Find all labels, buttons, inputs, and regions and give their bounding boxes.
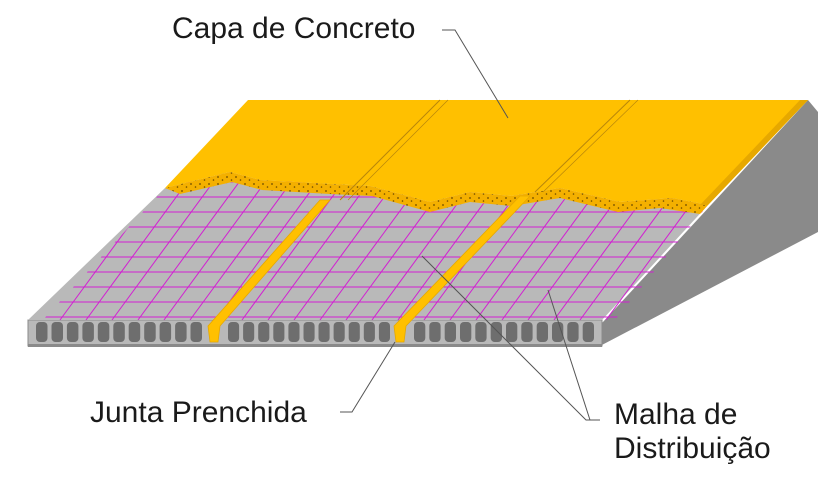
hollow-core [36,322,48,342]
hollow-core [66,322,79,342]
label-distribution-mesh: Malha de Distribuição [614,398,771,466]
mesh-line [28,172,41,321]
concrete-topping [165,100,808,205]
filled-joint-left [207,199,331,343]
mesh-line [241,172,353,321]
mesh-line [137,172,249,321]
hollow-core [363,322,375,342]
hollow-core [82,322,94,342]
hollow-core [460,322,472,342]
leader-lines [340,29,600,421]
hollow-core [190,322,202,342]
hollow-core [97,322,110,342]
hollow-core [243,322,255,342]
label-filled-joint: Junta Prenchida [90,396,307,429]
label-mesh-line2: Distribuição [614,432,771,465]
hollow-core [303,322,315,342]
hollow-core [273,322,285,342]
label-concrete-topping: Capa de Concreto [172,12,416,45]
hollow-core [159,322,172,342]
hollow-core [128,322,141,342]
mesh-line [85,172,197,321]
hollow-core [444,322,456,342]
label-mesh-line1: Malha de [614,398,738,431]
hollow-core [521,322,533,342]
hollow-core [175,322,187,342]
hollow-core [378,322,390,342]
hollow-core [333,322,345,342]
hollow-core [475,322,487,342]
filled-joint-right [393,195,531,343]
slab-side-face [590,100,818,346]
hollow-core [228,322,240,342]
hollow-core [429,322,441,342]
mesh-line [111,172,223,321]
hollow-core [318,322,330,342]
hollow-core [567,322,579,342]
hollow-cores [36,322,594,342]
slab-top-exposed [28,172,708,320]
mesh-line [189,172,301,321]
hollow-core [144,322,156,342]
hollow-core [414,322,426,342]
mesh-line [163,172,275,321]
hollow-core [288,322,300,342]
concrete-broken-edge [165,172,708,214]
hollow-core [258,322,270,342]
hollow-core [536,322,548,342]
hollow-core [51,322,63,342]
hollow-core [582,322,594,342]
hollow-core [506,322,518,342]
hollow-core [348,322,360,342]
hollow-core [490,322,502,342]
mesh-line [215,172,327,321]
hollow-core [113,322,125,342]
